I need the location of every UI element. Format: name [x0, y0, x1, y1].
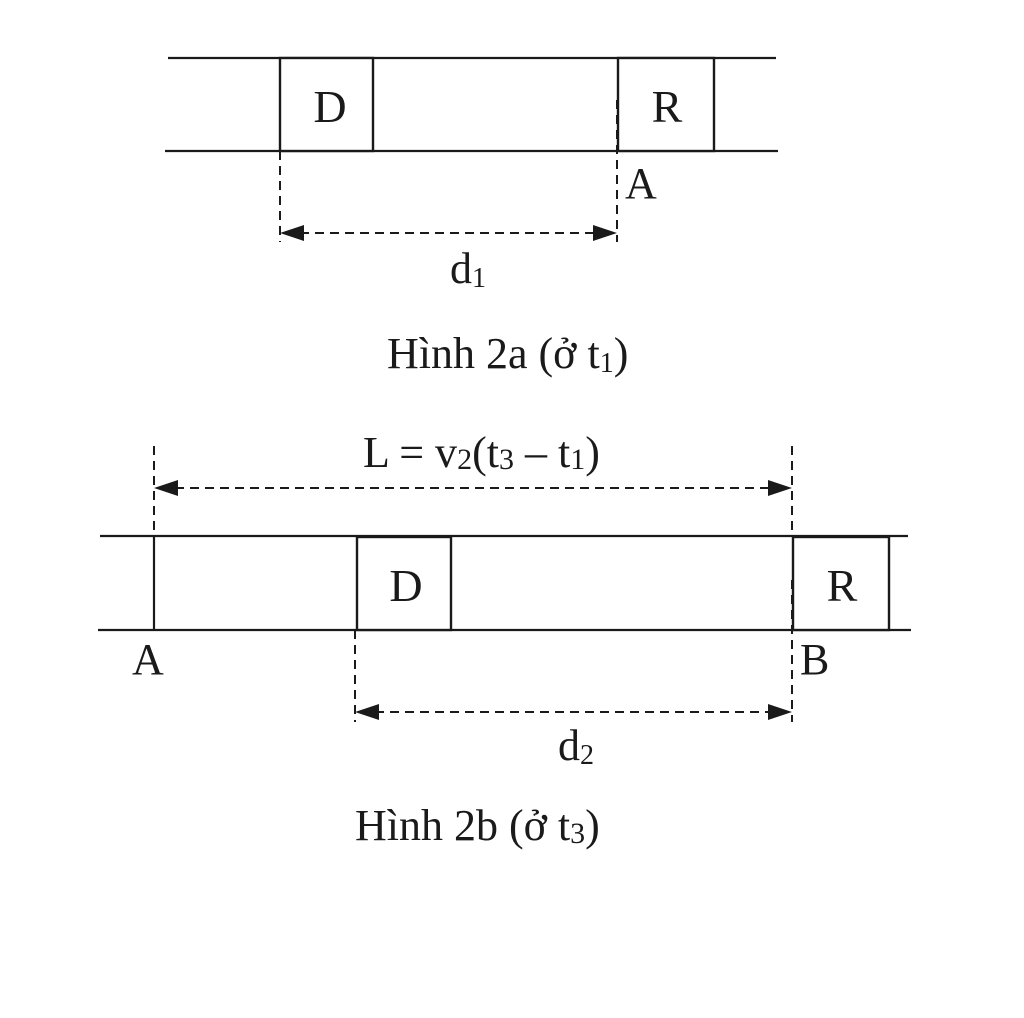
distance-d2-label: d2 [558, 721, 594, 771]
distance-d1-arrow [280, 225, 617, 241]
car-r-label-2b: R [827, 560, 858, 611]
car-r-label-2a: R [652, 81, 683, 132]
point-a-label-2a: A [625, 159, 657, 208]
car-d-2b: D [355, 535, 453, 632]
caption-2b: Hình 2b (ở t3) [355, 801, 600, 850]
car-r-2a: R [616, 56, 716, 153]
point-b-label-2b: B [800, 635, 829, 684]
caption-2a: Hình 2a (ở t1) [387, 329, 628, 379]
figure-2a: D R A d1 Hình 2a (ở t1) [165, 56, 778, 379]
point-a-label-2b: A [132, 635, 164, 684]
length-l-arrow [154, 480, 792, 496]
distance-d2-arrow [355, 704, 792, 720]
length-l-label: L = v2(t3 – t1) [363, 428, 600, 477]
car-d-2a: D [278, 56, 375, 153]
figure-2b: L = v2(t3 – t1) D R A B [98, 428, 911, 850]
car-r-2b: R [791, 535, 891, 632]
car-d-label-2b: D [389, 560, 422, 611]
distance-d1-label: d1 [450, 244, 486, 294]
car-d-label-2a: D [313, 81, 346, 132]
